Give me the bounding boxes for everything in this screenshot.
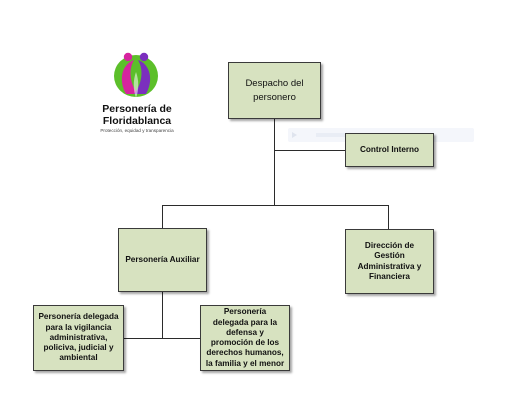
node-control-interno: Control Interno [345,133,434,167]
connector-to-direccion [388,205,389,229]
personeria-logo: Personería de Floridablanca Protección, … [92,50,182,136]
connector-delegadas [124,338,200,339]
node-direccion-gestion: Dirección de Gestión Administrativa y Fi… [345,229,434,294]
node-delegada-derechos: Personería delegada para la defensa y pr… [200,305,290,371]
people-logo-icon [114,52,158,98]
node-despacho-line1: Despacho del [245,77,304,89]
node-despacho-line2: personero [253,91,296,103]
logo-name-line1: Personería de [102,103,172,115]
logo-name-line2: Floridablanca [102,115,172,127]
node-delegada-vigilancia: Personería delegada para la vigilancia a… [33,305,124,371]
connector-control-interno [274,150,345,151]
play-icon [292,132,297,138]
node-personeria-auxiliar: Personería Auxiliar [118,228,207,292]
node-despacho-personero: Despacho del personero [228,62,321,119]
logo-tagline: Protección, equidad y transparencia [100,128,174,133]
connector-horizontal-branch [162,205,389,206]
connector-to-auxiliar [162,205,163,228]
connector-root-trunk [274,119,275,205]
connector-auxiliar-trunk [162,292,163,338]
